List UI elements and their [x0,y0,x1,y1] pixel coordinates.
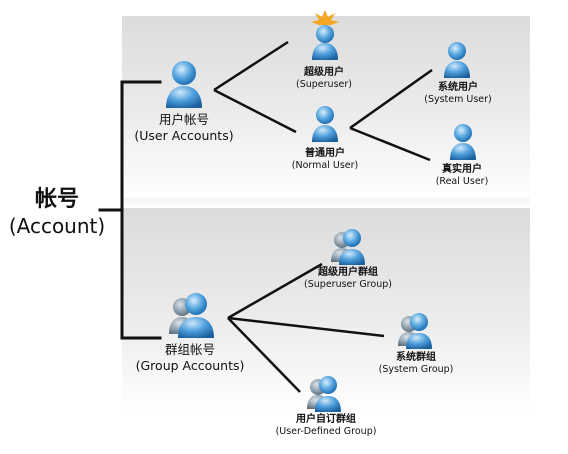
user-accounts-label-zh: 用户帐号 [158,112,210,127]
superuser-group-label-en: (Superuser Group) [304,279,392,290]
normal-user-icon [312,106,338,142]
root-label-zh: 帐号 [34,187,80,212]
user-defined-group-label-en: (User-Defined Group) [275,426,377,437]
user-accounts-label-en: (User Accounts) [134,128,234,144]
edge-group-system-group [227,316,385,338]
root-label: 帐号 (Account) [9,186,105,239]
system-group-label-en: (System Group) [378,364,454,375]
normal-user-label: 普通用户 (Normal User) [292,147,358,172]
group-accounts-group-icon [169,293,214,338]
group-accounts-label: 群组帐号 (Group Accounts) [136,342,245,375]
superuser-group-label: 超级用户群组 (Superuser Group) [304,266,392,291]
user-defined-group-label: 用户自订群组 (User-Defined Group) [276,413,377,438]
edge-group-user-defined [227,317,301,393]
superuser-label-en: (Superuser) [296,79,352,90]
system-user-label-en: (System User) [424,94,492,105]
user-accounts-user-icon [166,61,202,108]
superuser-user-icon [311,10,339,60]
edge-group-superuser-group [227,262,323,320]
system-group-label-zh: 系统群组 [396,352,436,363]
edge-user-normal [213,88,297,134]
superuser-group-label-zh: 超级用户群组 [317,267,378,278]
panel-divider [122,198,530,208]
star-burst-icon [311,10,339,25]
system-group-label: 系统群组 (System Group) [379,351,454,376]
root-label-en: (Account) [8,213,106,238]
real-user-label: 真实用户 (Real User) [436,163,489,188]
real-user-icon [450,124,476,160]
system-user-label-zh: 系统用户 [437,82,478,93]
user-defined-group-icon [307,376,341,412]
group-accounts-label-en: (Group Accounts) [135,358,245,374]
edge-normal-system [349,68,433,130]
real-user-label-en: (Real User) [435,176,489,187]
edge-user-superuser [213,40,289,92]
system-user-label: 系统用户 (System User) [424,81,492,106]
real-user-label-zh: 真实用户 [441,164,482,175]
edge-normal-real [349,126,431,162]
group-accounts-label-zh: 群组帐号 [164,342,216,357]
superuser-label-zh: 超级用户 [304,67,344,78]
system-user-icon [444,42,470,78]
superuser-group-icon [331,229,365,265]
normal-user-label-zh: 普通用户 [305,148,345,159]
user-accounts-label: 用户帐号 (User Accounts) [134,112,233,145]
normal-user-label-en: (Normal User) [291,160,359,171]
user-defined-group-label-zh: 用户自订群组 [296,414,356,425]
system-group-icon [398,313,432,349]
superuser-label: 超级用户 (Superuser) [296,66,352,91]
